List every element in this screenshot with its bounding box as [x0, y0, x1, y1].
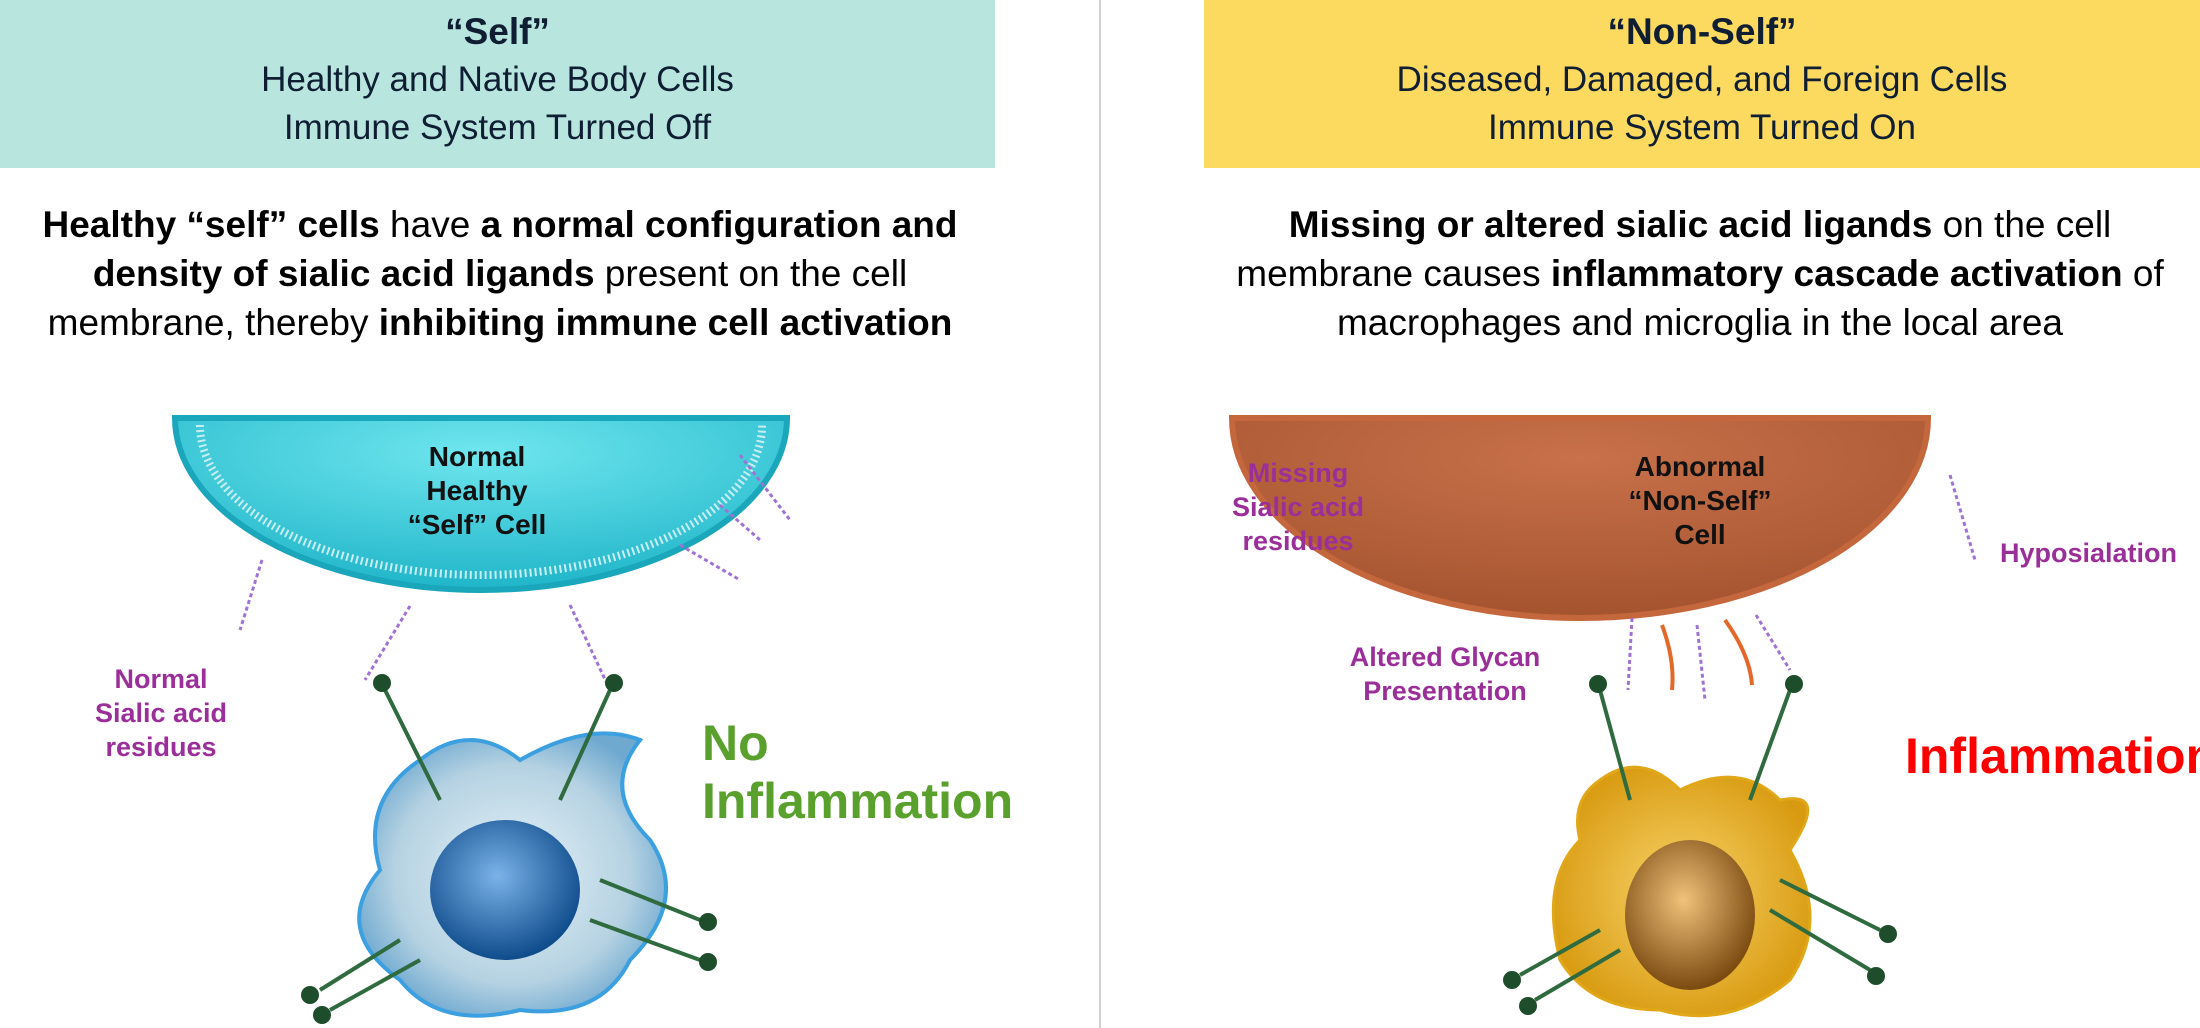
label-line: Normal	[114, 664, 208, 694]
receptor-heads	[1503, 675, 1897, 1015]
self-cell-label: Normal Healthy “Self” Cell	[397, 440, 557, 542]
sialic-acid-chains	[238, 454, 792, 691]
non-self-cell-label: Abnormal “Non-Self” Cell	[1610, 450, 1790, 552]
self-immune-cell	[357, 731, 668, 1018]
label-line: Presentation	[1363, 676, 1527, 706]
non-self-description: Missing or altered sialic acid ligands o…	[1230, 200, 2170, 347]
desc-seg: a normal configuration and density of si…	[92, 204, 958, 294]
altered-glycan-label: Altered Glycan Presentation	[1335, 640, 1555, 708]
self-header: “Self” Healthy and Native Body Cells Imm…	[0, 0, 995, 168]
non-self-immune-cell	[1551, 765, 1812, 1018]
desc-seg: on the cell membrane causes	[1236, 204, 2112, 294]
siglec-receptors	[318, 689, 701, 1012]
non-self-header-line1: Diseased, Damaged, and Foreign Cells	[1396, 60, 2008, 99]
no-inflammation-label: No Inflammation	[702, 714, 1013, 830]
desc-seg: present on the cell membrane, thereby	[47, 253, 908, 343]
altered-glycans	[1626, 474, 1977, 701]
non-self-header-line2: Immune System Turned On	[1488, 108, 1916, 147]
desc-seg: Healthy “self” cells	[42, 204, 380, 245]
inflammation-label: Inflammation	[1905, 728, 2200, 784]
self-cell-membrane	[171, 415, 791, 593]
label-line: Sialic acid	[94, 698, 228, 728]
self-header-line2: Immune System Turned Off	[283, 108, 712, 147]
label-line: “Non-Self”	[1628, 485, 1772, 516]
desc-seg: Missing or altered sialic acid ligands	[1288, 204, 1933, 245]
label-line: residues	[1242, 526, 1354, 556]
missing-residues-label: Missing Sialic acid residues	[1218, 456, 1378, 558]
label-line: residues	[105, 732, 217, 762]
label-line: Healthy	[426, 475, 528, 506]
label-line: Sialic acid	[1231, 492, 1365, 522]
non-self-cell-membrane	[1228, 415, 1932, 621]
label-line: “Self” Cell	[407, 509, 547, 540]
desc-seg: inflammatory cascade activation	[1550, 253, 2123, 294]
label-line: Normal	[428, 441, 526, 472]
label-line: Cell	[1674, 519, 1726, 550]
hyposialation-label: Hyposialation	[2000, 538, 2178, 568]
desc-seg: of macrophages and microglia in the loca…	[1336, 253, 2164, 343]
label-line: No	[702, 715, 769, 771]
non-self-header-title: “Non-Self”	[1607, 11, 1797, 52]
self-header-title: “Self”	[445, 11, 550, 52]
receptor-heads	[301, 674, 717, 1024]
desc-seg: have	[379, 204, 481, 245]
panel-divider	[1099, 0, 1101, 1028]
non-self-header: “Non-Self” Diseased, Damaged, and Foreig…	[1204, 0, 2200, 168]
label-line: Altered Glycan	[1349, 642, 1541, 672]
label-line: Abnormal	[1634, 451, 1766, 482]
label-line: Missing	[1247, 458, 1349, 488]
self-header-line1: Healthy and Native Body Cells	[261, 60, 734, 99]
self-description: Healthy “self” cells have a normal confi…	[20, 200, 980, 347]
normal-residues-label: Normal Sialic acid residues	[81, 662, 241, 764]
label-line: Inflammation	[702, 773, 1014, 829]
siglec-receptors	[1519, 689, 1881, 1002]
desc-seg: inhibiting immune cell activation	[378, 302, 953, 343]
